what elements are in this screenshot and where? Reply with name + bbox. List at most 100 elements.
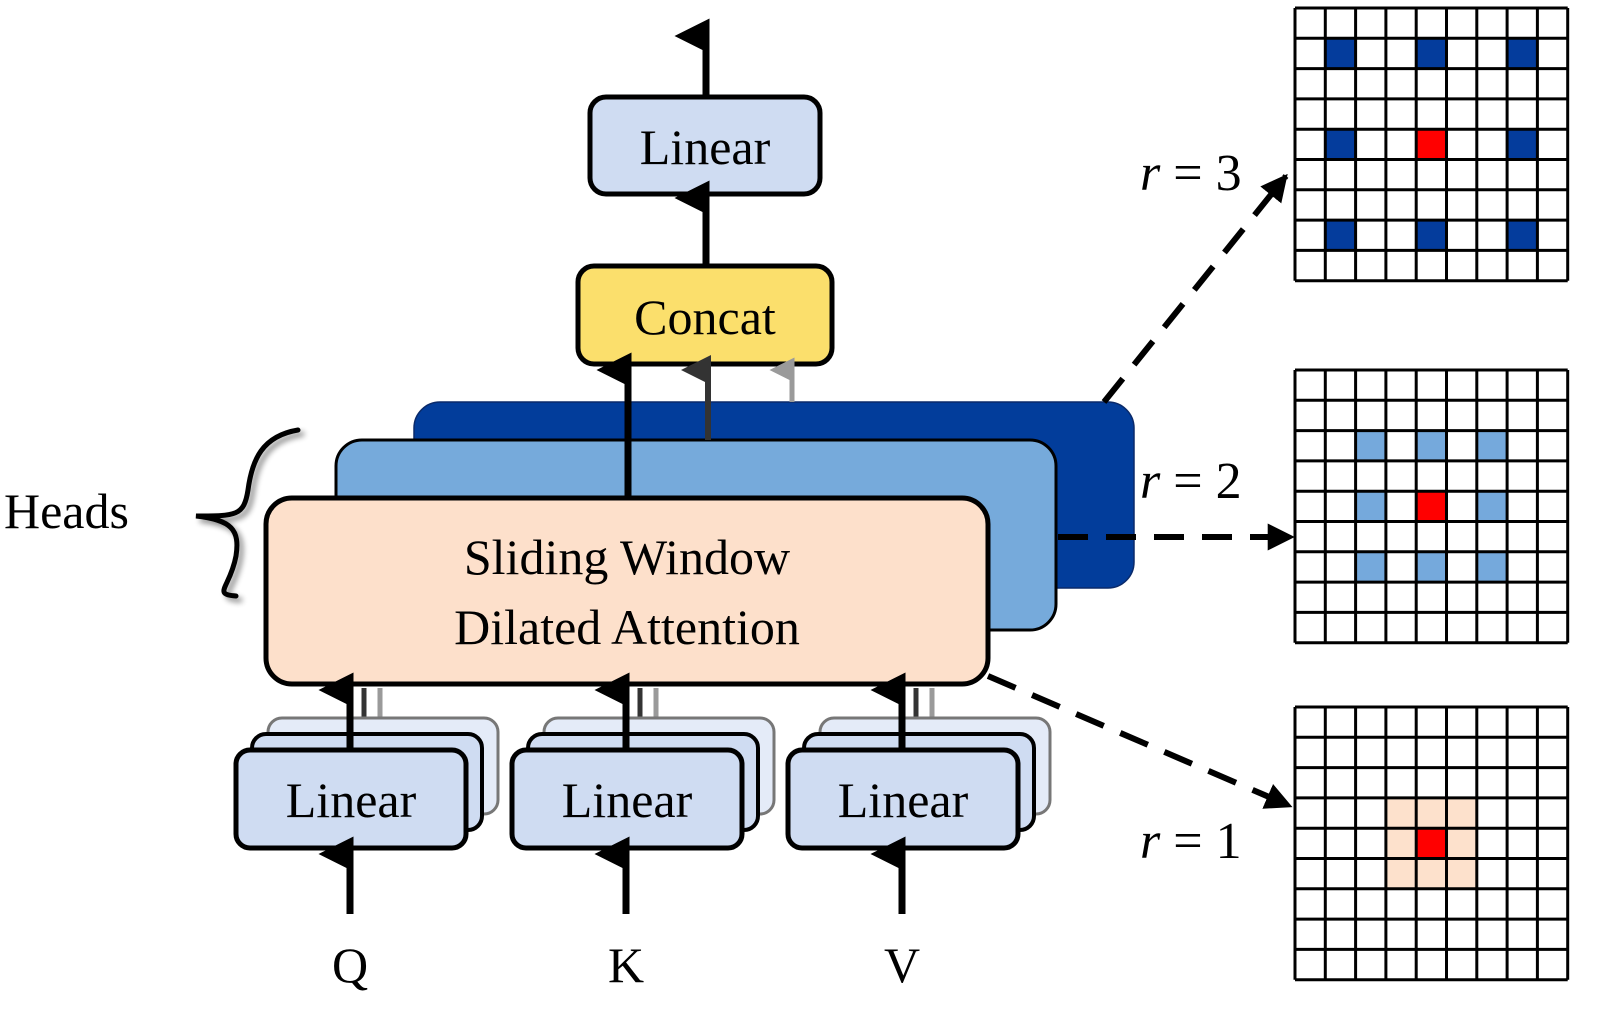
- grid-cell: [1325, 828, 1356, 859]
- grid-cell: [1537, 129, 1568, 160]
- grid-cell: [1476, 370, 1508, 401]
- grid-cell: [1325, 460, 1356, 492]
- grid-cell: [1385, 98, 1417, 130]
- grid-cell-attended: [1416, 858, 1447, 889]
- grid-cell-attended: [1416, 220, 1447, 251]
- grid-cell: [1446, 491, 1477, 522]
- grid-cell: [1537, 460, 1568, 492]
- dilation-panel-r2: r = 2: [1140, 368, 1570, 645]
- grid-cell: [1476, 460, 1508, 492]
- dilation-rate-label: r = 1: [1140, 813, 1242, 870]
- grid-cell: [1537, 737, 1568, 768]
- grid-cell-attended: [1507, 129, 1538, 160]
- concat-block[interactable]: Concat: [575, 263, 835, 367]
- grid-cell: [1507, 949, 1538, 980]
- grid-cell: [1416, 707, 1447, 738]
- grid-cell-attended: [1416, 551, 1447, 583]
- grid-cell: [1446, 949, 1477, 980]
- grid-cell: [1355, 612, 1386, 643]
- grid-cell: [1416, 737, 1447, 768]
- grid-cell: [1537, 551, 1568, 583]
- grid-cell: [1355, 797, 1386, 829]
- grid-cell: [1385, 888, 1417, 920]
- dilation-rate-var: r: [1140, 145, 1161, 202]
- grid-cell: [1325, 159, 1356, 190]
- grid-cell-attended: [1476, 491, 1508, 522]
- grid-cell: [1385, 68, 1417, 99]
- grid-cell: [1416, 189, 1447, 221]
- grid-cell-attended: [1355, 430, 1386, 461]
- grid-cell: [1355, 828, 1386, 859]
- grid-cell: [1295, 612, 1326, 643]
- grid-cell: [1507, 159, 1538, 190]
- grid-cell: [1295, 400, 1326, 431]
- grid-cell: [1325, 858, 1356, 889]
- grid-cell: [1295, 767, 1326, 798]
- grid-cell: [1476, 189, 1508, 221]
- grid-cell: [1476, 38, 1508, 69]
- grid-cell: [1385, 491, 1417, 522]
- grid-cell: [1446, 38, 1477, 69]
- grid-cell: [1507, 68, 1538, 99]
- dilation-panel-r1: r = 1: [1140, 705, 1570, 982]
- input-k-label: K: [608, 937, 644, 993]
- grid-cell: [1385, 949, 1417, 980]
- grid-cell: [1355, 400, 1386, 431]
- grid-cell: [1446, 220, 1477, 251]
- grid-cell: [1295, 858, 1326, 889]
- grid-cell: [1325, 797, 1356, 829]
- grid-cell-attended: [1325, 38, 1356, 69]
- grid-cell-attended: [1385, 797, 1417, 829]
- grid-cell: [1325, 8, 1356, 39]
- grid-cell: [1476, 68, 1508, 99]
- attention-head-1[interactable]: Sliding Window Dilated Attention: [263, 495, 991, 687]
- grid-cell-attended: [1385, 858, 1417, 889]
- dilation-rate-label: r = 3: [1140, 145, 1242, 202]
- grid-cell: [1446, 767, 1477, 798]
- input-q-label: Q: [332, 937, 368, 993]
- grid-cell: [1416, 521, 1447, 552]
- grid-cell: [1507, 250, 1538, 281]
- grid-cell: [1476, 98, 1508, 130]
- grid-cell: [1476, 8, 1508, 39]
- grid-cell-attended: [1446, 797, 1477, 829]
- grid-cell: [1355, 707, 1386, 738]
- grid-cell: [1507, 858, 1538, 889]
- grid-cell: [1385, 460, 1417, 492]
- grid-cell: [1507, 430, 1538, 461]
- grid-cell: [1446, 68, 1477, 99]
- grid-cell: [1325, 949, 1356, 980]
- head3-to-r3-dashed-arrow: [1101, 173, 1289, 404]
- grid-cell: [1446, 612, 1477, 643]
- grid-cell: [1355, 888, 1386, 920]
- grid-cell: [1537, 98, 1568, 130]
- grid-cell: [1537, 797, 1568, 829]
- grid-cell-query: [1416, 828, 1447, 859]
- grid-cell: [1355, 767, 1386, 798]
- grid-cell: [1385, 370, 1417, 401]
- grid-cell: [1385, 38, 1417, 69]
- grid-cell: [1537, 8, 1568, 39]
- output-linear-block[interactable]: Linear: [587, 94, 823, 197]
- grid-cell: [1355, 521, 1386, 552]
- input-linear-label: Linear: [286, 772, 417, 828]
- grid-cell: [1325, 707, 1356, 738]
- grid-cell: [1325, 919, 1356, 950]
- dilation-rate-value: 1: [1216, 813, 1242, 870]
- grid-cell: [1385, 919, 1417, 950]
- grid-cell: [1355, 919, 1386, 950]
- grid-cell: [1507, 189, 1538, 221]
- grid-cell: [1295, 460, 1326, 492]
- grid-cell: [1446, 430, 1477, 461]
- grid-cell: [1325, 737, 1356, 768]
- grid-cell: [1537, 189, 1568, 221]
- input-linear-label: Linear: [838, 772, 969, 828]
- dilation-rate-eq: =: [1160, 145, 1215, 202]
- grid-cell: [1355, 370, 1386, 401]
- grid-cell: [1385, 159, 1417, 190]
- sliding-window-dilated-attention-box: [263, 495, 991, 687]
- grid-cell: [1416, 767, 1447, 798]
